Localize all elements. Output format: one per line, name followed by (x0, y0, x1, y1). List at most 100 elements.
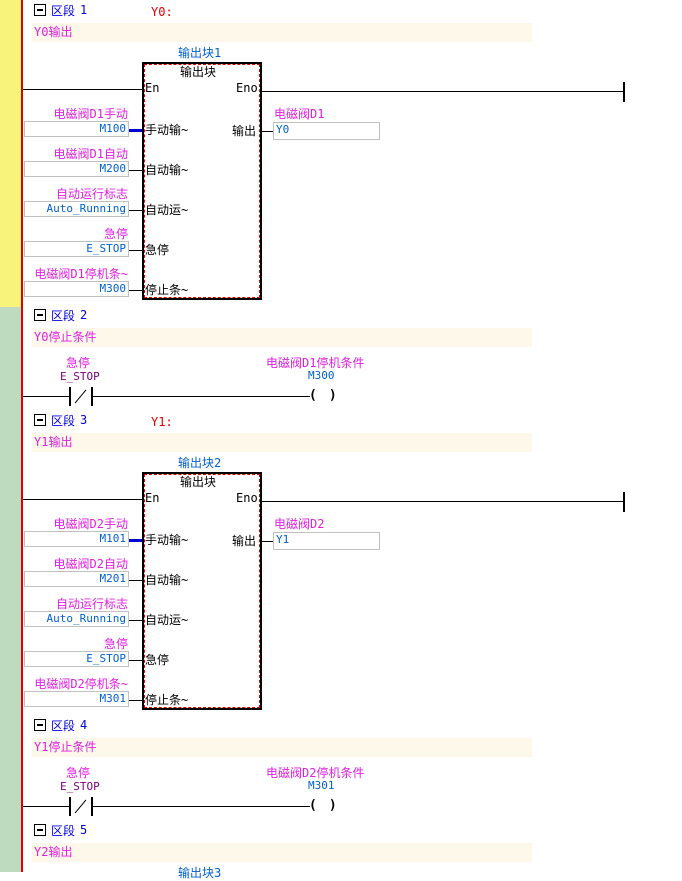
block-instance-name: 输出块2 (178, 456, 222, 470)
en-wire (23, 89, 143, 90)
contact-variable[interactable]: E_STOP (60, 780, 100, 793)
contact-right-bar (91, 387, 93, 406)
rung-wire (23, 396, 70, 397)
network-num: 5 (80, 823, 88, 837)
right-rail-segment (623, 82, 625, 102)
input-comment: 自动运行标志 (55, 597, 128, 611)
input-comment: 电磁阀D2停机条~ (34, 677, 128, 691)
function-block[interactable] (142, 472, 262, 710)
output-comment: 电磁阀D2 (274, 517, 325, 531)
network-num: 4 (80, 718, 88, 732)
input-comment: 电磁阀D2手动 (53, 517, 128, 531)
network-num: 2 (80, 308, 88, 322)
output-comment: 电磁阀D1 (274, 107, 325, 121)
pin-input: 急停 (145, 653, 170, 667)
input-wire (129, 539, 142, 542)
network-label[interactable]: Y0: (151, 5, 173, 19)
input-comment: 电磁阀D1自动 (53, 147, 128, 161)
network-section: 区段 (51, 823, 76, 838)
network-header[interactable]: 区段 5 (34, 823, 88, 838)
input-wire (129, 580, 142, 581)
coil-variable[interactable]: M301 (308, 779, 335, 792)
contact-right-bar (91, 797, 93, 816)
input-wire (129, 250, 142, 251)
input-wire (129, 210, 142, 211)
pin-en: En (145, 491, 160, 505)
coil-symbol[interactable]: () (309, 798, 349, 813)
eno-wire (261, 501, 624, 502)
block-type-title: 输出块 (180, 65, 217, 79)
rung-wire (93, 396, 310, 397)
rung-wire (93, 806, 310, 807)
input-variable-field[interactable]: M300 (24, 281, 129, 297)
eno-wire (261, 91, 624, 92)
collapse-icon[interactable] (34, 719, 46, 731)
contact-variable[interactable]: E_STOP (60, 370, 100, 383)
collapse-icon[interactable] (34, 309, 46, 321)
input-variable-field[interactable]: M201 (24, 571, 129, 587)
pin-input: 停止条~ (145, 693, 189, 707)
contact-left-bar (69, 797, 71, 816)
pin-input: 自动输~ (145, 573, 189, 587)
network-comment[interactable]: Y2输出 (32, 843, 532, 862)
input-variable-field[interactable]: M301 (24, 691, 129, 707)
output-wire (261, 131, 273, 132)
pin-en: En (145, 81, 160, 95)
collapse-icon[interactable] (34, 4, 46, 16)
contact-comment: 急停 (66, 356, 91, 370)
network-comment[interactable]: Y1停止条件 (32, 738, 532, 757)
collapse-icon[interactable] (34, 414, 46, 426)
network-num: 1 (80, 3, 88, 17)
input-variable-field[interactable]: Auto_Running (24, 201, 129, 217)
input-comment: 电磁阀D1手动 (53, 107, 128, 121)
en-wire (23, 499, 143, 500)
network-comment[interactable]: Y0停止条件 (32, 328, 532, 347)
pin-eno: Eno (236, 81, 258, 95)
input-variable-field[interactable]: Auto_Running (24, 611, 129, 627)
input-comment: 电磁阀D1停机条~ (34, 267, 128, 281)
function-block[interactable] (142, 62, 262, 300)
block-instance-name: 输出块3 (178, 866, 222, 880)
input-comment: 急停 (103, 637, 128, 651)
pin-input: 自动输~ (145, 163, 189, 177)
input-variable-field[interactable]: E_STOP (24, 241, 129, 257)
pin-output: 输出 (232, 534, 257, 548)
coil-symbol[interactable]: () (309, 388, 349, 403)
pin-input: 自动运~ (145, 203, 189, 217)
rung-wire (23, 806, 70, 807)
network-label[interactable]: Y1: (151, 415, 173, 429)
nc-contact-slash (74, 389, 87, 404)
input-wire (129, 660, 142, 661)
input-variable-field[interactable]: M100 (24, 121, 129, 137)
output-variable-field[interactable]: Y0 (273, 122, 380, 140)
pin-input: 自动运~ (145, 613, 189, 627)
pin-input: 急停 (145, 243, 170, 257)
input-variable-field[interactable]: M101 (24, 531, 129, 547)
input-wire (129, 129, 142, 132)
pin-input: 手动输~ (145, 123, 189, 137)
network-gutter (0, 307, 21, 872)
collapse-icon[interactable] (34, 824, 46, 836)
input-comment: 电磁阀D2自动 (53, 557, 128, 571)
contact-left-bar (69, 387, 71, 406)
network-comment[interactable]: Y1输出 (32, 433, 532, 452)
pin-input: 手动输~ (145, 533, 189, 547)
input-wire (129, 170, 142, 171)
input-variable-field[interactable]: E_STOP (24, 651, 129, 667)
coil-comment: 电磁阀D1停机条件 (266, 356, 365, 370)
coil-variable[interactable]: M300 (308, 369, 335, 382)
left-power-rail (21, 0, 23, 872)
input-wire (129, 290, 142, 291)
input-variable-field[interactable]: M200 (24, 161, 129, 177)
contact-comment: 急停 (66, 766, 91, 780)
network-gutter-selected (0, 0, 21, 307)
coil-comment: 电磁阀D2停机条件 (266, 766, 365, 780)
output-wire (261, 541, 273, 542)
output-variable-field[interactable]: Y1 (273, 532, 380, 550)
network-comment[interactable]: Y0输出 (32, 23, 532, 42)
block-instance-name: 输出块1 (178, 46, 222, 60)
